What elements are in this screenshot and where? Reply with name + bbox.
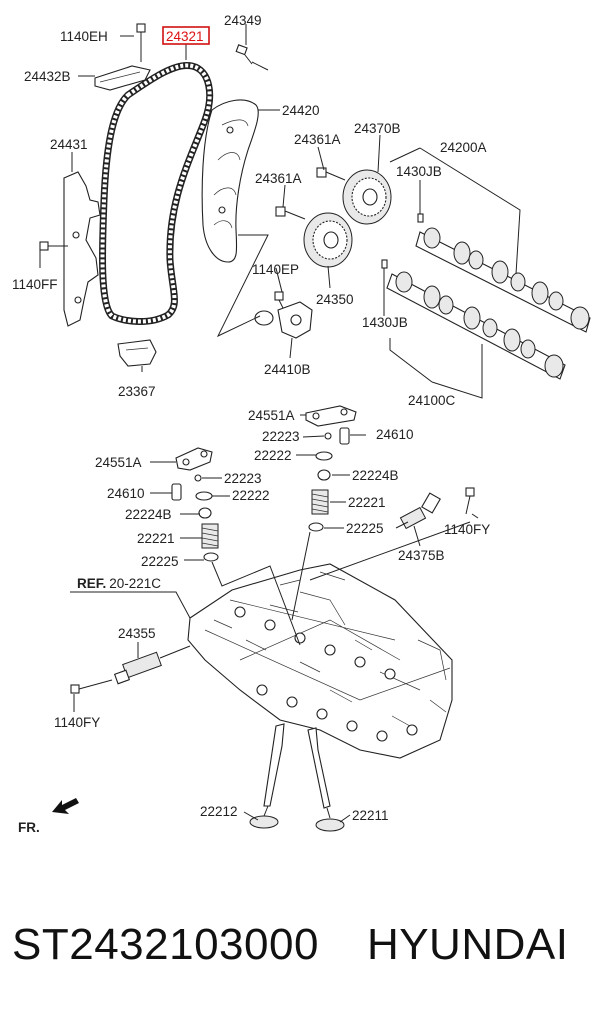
label-24410b: 24410B [264, 362, 311, 377]
exhaust-valve [307, 727, 345, 832]
label-22224b-left: 22224B [125, 507, 172, 522]
label-24432b: 24432B [24, 69, 71, 84]
label-24321: 24321 [166, 29, 204, 44]
retainer-key-right [324, 432, 332, 440]
oil-jet-23367 [117, 339, 157, 367]
rocker-arm-left [175, 447, 213, 471]
label-24375b: 24375B [398, 548, 445, 563]
label-22223-right: 22223 [262, 429, 300, 444]
timing-chain [99, 61, 214, 325]
ref-bold: REF. [77, 576, 106, 591]
label-22225-right: 22225 [346, 521, 384, 536]
label-24361a-lower: 24361A [255, 171, 302, 186]
label-22224b-right: 22224B [352, 468, 399, 483]
valve-seal-left [203, 552, 219, 562]
footer: ST2432103000 HYUNDAI [0, 905, 607, 985]
lash-adjuster-left [171, 483, 182, 501]
label-24610-left: 24610 [107, 486, 145, 501]
ref-label: REF.20-221C [77, 576, 161, 591]
label-24100c: 24100C [408, 393, 456, 408]
label-24200a: 24200A [440, 140, 487, 155]
label-22211: 22211 [352, 808, 389, 823]
front-direction-arrow-icon [52, 798, 79, 814]
oil-control-valve-24355 [113, 645, 191, 685]
valve-spring-left [201, 523, 219, 549]
label-1140fy-left: 1140FY [54, 715, 100, 730]
bolt-1140ff [39, 241, 68, 251]
label-1430jb-upper: 1430JB [396, 164, 442, 179]
label-24431: 24431 [50, 137, 88, 152]
cam-sprocket-24350 [303, 212, 353, 268]
cam-sprocket-24370b [342, 169, 392, 225]
ref-number: 20-221C [109, 576, 161, 591]
valve-seal-right [308, 522, 324, 532]
oil-control-valve-24375b [395, 492, 441, 530]
spring-seat-right [317, 469, 331, 481]
chain-tensioner-arm [201, 99, 259, 263]
leader-lines [39, 24, 521, 823]
label-22223-left: 22223 [224, 471, 262, 486]
lash-adjuster-right [339, 427, 350, 445]
camshaft-exhaust [381, 259, 566, 380]
retainer-left [195, 491, 213, 501]
highlight-box-24321 [162, 26, 210, 45]
label-24355: 24355 [118, 626, 156, 641]
label-22221-right: 22221 [348, 495, 386, 510]
hydraulic-tensioner [254, 291, 313, 339]
label-22225-left: 22225 [141, 554, 179, 569]
label-24349: 24349 [224, 13, 262, 28]
retainer-key-left [194, 474, 202, 482]
label-24610-right: 24610 [376, 427, 414, 442]
label-1430jb-lower: 1430JB [362, 315, 408, 330]
label-24370b: 24370B [354, 121, 401, 136]
part-number: ST2432103000 [12, 920, 319, 969]
sprocket-bolt-upper [316, 167, 346, 181]
chain-guide-left [63, 171, 101, 327]
bolt-1140eh [136, 23, 146, 62]
parts-diagram: 1140EH 24321 24349 24432B 24420 24431 24… [12, 13, 591, 835]
label-22222-right: 22222 [254, 448, 292, 463]
label-24361a-upper: 24361A [294, 132, 341, 147]
brand-name: HYUNDAI [366, 920, 569, 969]
bolt-1140fy-left [70, 679, 113, 694]
intake-valve [249, 723, 285, 829]
label-24551a-left: 24551A [95, 455, 142, 470]
label-1140ff: 1140FF [12, 277, 58, 292]
label-1140ep: 1140EP [252, 262, 299, 277]
camshaft-intake [415, 213, 591, 333]
sprocket-bolt-lower [275, 206, 306, 220]
bolt-1140fy-right [465, 487, 475, 515]
label-24420: 24420 [282, 103, 320, 118]
label-24551a-right: 24551A [248, 408, 295, 423]
valve-spring-right [311, 489, 329, 515]
label-22212: 22212 [200, 804, 238, 819]
cylinder-head [187, 563, 453, 759]
spring-seat-left [198, 507, 212, 519]
label-1140eh: 1140EH [60, 29, 108, 44]
label-22221-left: 22221 [137, 531, 175, 546]
chain-guide-top [94, 65, 151, 91]
label-23367: 23367 [118, 384, 156, 399]
bolt-24349 [235, 44, 253, 65]
retainer-right [315, 451, 333, 461]
label-24350: 24350 [316, 292, 354, 307]
label-22222-left: 22222 [232, 488, 270, 503]
rocker-arm-right [305, 405, 357, 427]
front-label: FR. [18, 820, 40, 835]
label-1140fy-right: 1140FY [444, 522, 490, 537]
